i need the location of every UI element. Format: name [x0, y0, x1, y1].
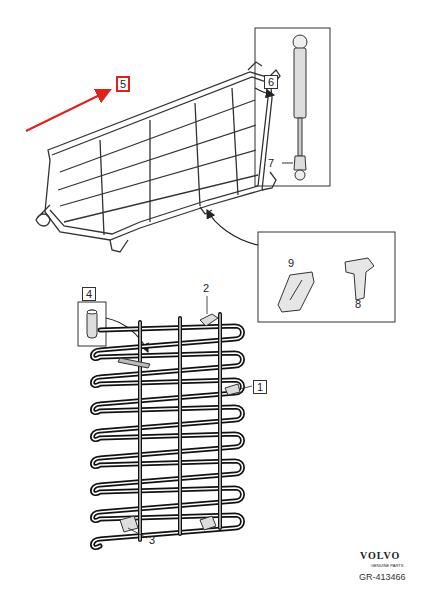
clip-parts: [278, 258, 374, 312]
cargo-net: [93, 314, 243, 548]
callout-number: 2: [203, 282, 209, 294]
inset-frame: [78, 302, 106, 346]
brand-text: VOLVO: [360, 550, 400, 562]
inset-frame: [255, 28, 330, 186]
inset-frame: [258, 232, 395, 322]
callout-number: 5: [116, 76, 130, 92]
callout-number: 6: [264, 75, 278, 89]
callout-number: 1: [253, 380, 267, 394]
brand-text: GR-413466: [359, 571, 406, 583]
brand-text: GENUINE PARTS: [371, 563, 403, 568]
callout-leaders: [128, 296, 252, 538]
pointer-arrow: [26, 90, 110, 131]
callout-number: 9: [288, 257, 294, 269]
sleeve-part: [87, 310, 97, 338]
net-fittings: [118, 314, 240, 532]
cargo-net-frame: [36, 62, 280, 252]
leader-arrow: [255, 88, 274, 95]
callout-number: 8: [355, 298, 361, 310]
gas-strut: [282, 35, 307, 180]
callout-number: 7: [268, 157, 274, 169]
callout-number: 4: [82, 287, 96, 301]
leader-arrow: [207, 210, 258, 245]
callout-number: 3: [149, 534, 155, 546]
